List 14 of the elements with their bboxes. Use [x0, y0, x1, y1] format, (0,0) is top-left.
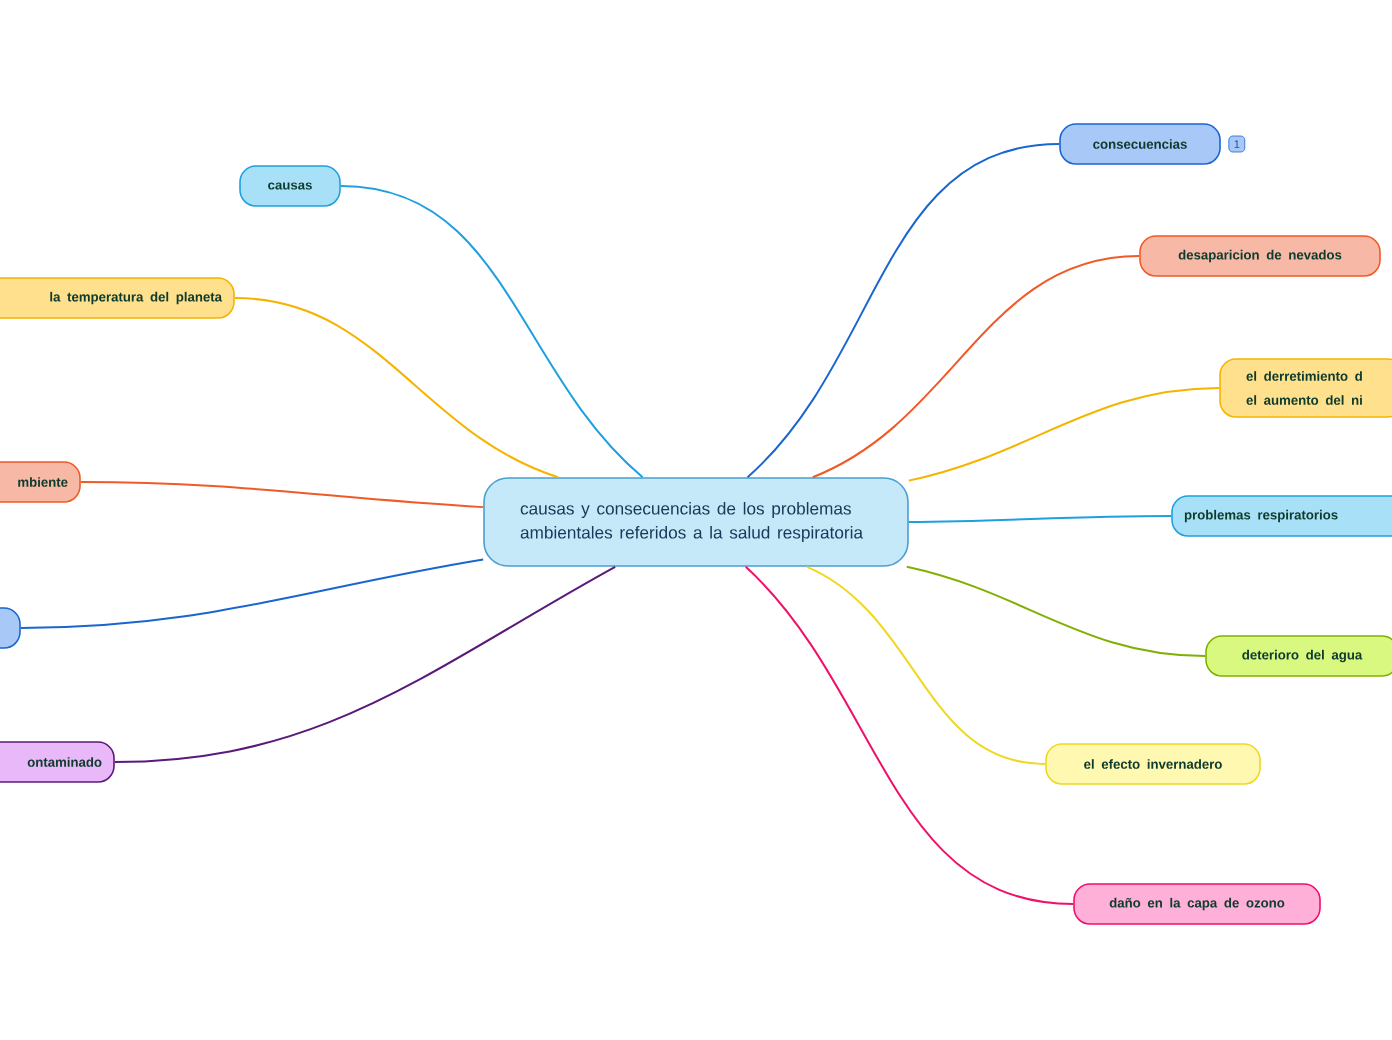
branch-line [905, 565, 1207, 657]
topic-bubble [0, 607, 21, 649]
branch-line [339, 185, 644, 479]
branch-line [907, 387, 1221, 482]
branch-line [233, 297, 560, 479]
branch-line [907, 515, 1173, 523]
branch-line [19, 558, 485, 629]
branch-line [811, 255, 1141, 479]
central-topic-bubble: causas y consecuencias de los problemas ambientales referidos a la salud respiratoria [483, 477, 909, 567]
branch-line [746, 143, 1061, 479]
branch-line [113, 565, 617, 763]
branch-line [79, 481, 485, 509]
branch-line [744, 565, 1075, 905]
branch-line [805, 565, 1047, 765]
